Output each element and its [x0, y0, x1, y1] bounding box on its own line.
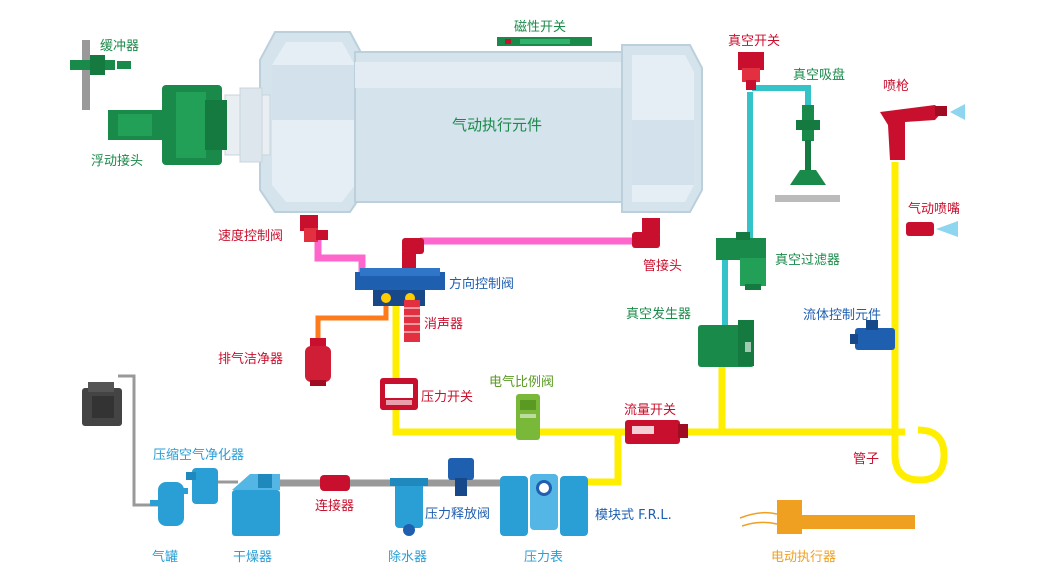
orange-pipe: [315, 305, 389, 340]
buffer: [70, 40, 131, 110]
label-dryer: 干燥器: [233, 550, 273, 565]
electric-actuator: [739, 500, 915, 534]
label-gauge: 压力表: [524, 550, 564, 565]
pressure-switch: [380, 378, 418, 410]
magnetic-switch: [497, 37, 592, 46]
compressor: [82, 382, 122, 426]
label-frl: 模块式 F.R.L.: [595, 508, 672, 523]
direction-control-valve: [355, 268, 445, 306]
pipe-fitting-right: [632, 218, 660, 248]
pneumatic-actuator: [108, 31, 703, 213]
label-actuator: 气动执行元件: [452, 116, 543, 134]
silencer: [404, 300, 420, 342]
label-spray-gun: 喷枪: [883, 79, 910, 94]
label-fitting: 管接头: [643, 259, 683, 274]
label-vacuum-cup: 真空吸盘: [793, 68, 846, 83]
pressure-relief-valve: [448, 458, 474, 496]
label-electric-actuator: 电动执行器: [771, 550, 837, 565]
label-exhaust-cleaner: 排气洁净器: [218, 352, 284, 367]
water-remover: [390, 478, 428, 536]
yellow-pipe-frl: [588, 432, 622, 486]
label-speed-valve: 速度控制阀: [218, 229, 284, 244]
label-buffer: 缓冲器: [100, 39, 140, 54]
exhaust-cleaner: [305, 338, 331, 386]
label-direction-valve: 方向控制阀: [449, 277, 515, 292]
label-vacuum-generator: 真空发生器: [626, 307, 692, 322]
label-magnetic-switch: 磁性开关: [514, 20, 567, 35]
label-flow-switch: 流量开关: [624, 403, 677, 418]
air-tank: [150, 482, 188, 526]
flow-switch: [625, 420, 688, 444]
pipes: [118, 85, 948, 507]
yellow-pipe-main: [392, 305, 905, 436]
label-relief-valve: 压力释放阀: [425, 507, 491, 522]
label-vacuum-filter: 真空过滤器: [775, 253, 841, 268]
label-air-purifier: 压缩空气净化器: [153, 448, 245, 463]
label-silencer: 消声器: [424, 317, 464, 332]
vacuum-cup: [775, 105, 840, 202]
label-connector: 连接器: [315, 499, 355, 514]
label-air-nozzle: 气动喷嘴: [908, 202, 961, 217]
vacuum-filter: [716, 232, 766, 290]
air-purifier: [186, 468, 218, 504]
proportional-valve: [516, 394, 540, 440]
vacuum-switch: [738, 52, 764, 90]
tube-coil: [891, 162, 948, 484]
dryer: [232, 474, 280, 536]
fluid-control-element: [850, 320, 895, 350]
label-fluid-control: 流体控制元件: [803, 308, 882, 323]
label-tube: 管子: [853, 452, 880, 467]
label-vacuum-switch: 真空开关: [728, 34, 781, 49]
compressor-pipe: [118, 374, 165, 507]
pipe-fitting-left: [402, 238, 424, 272]
vacuum-generator: [698, 320, 754, 367]
label-water-remover: 除水器: [388, 550, 428, 565]
connector: [320, 475, 350, 491]
pink-pipe-left: [314, 236, 366, 272]
modular-frl: [500, 474, 588, 536]
air-nozzle: [906, 221, 958, 237]
label-tank: 气罐: [152, 550, 179, 565]
label-pressure-switch: 压力开关: [421, 390, 474, 405]
speed-control-valve: [300, 215, 328, 242]
spray-gun: [880, 104, 965, 160]
vacuum-pipe: [752, 85, 811, 105]
label-floating-joint: 浮动接头: [91, 154, 144, 169]
label-proportional-valve: 电气比例阀: [489, 375, 555, 390]
